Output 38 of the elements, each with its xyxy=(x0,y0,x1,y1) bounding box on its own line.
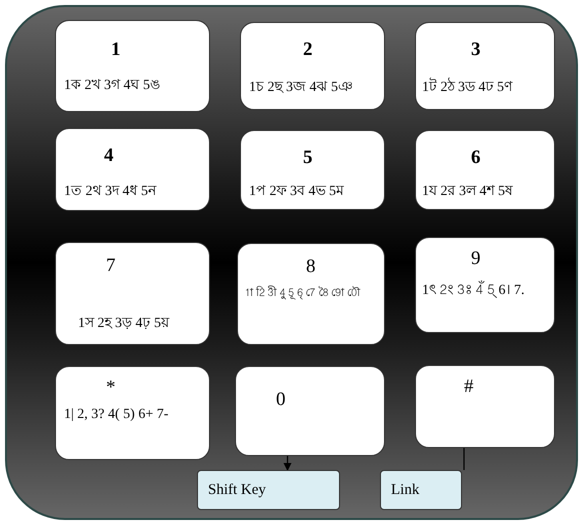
key-letters: 1ট 2ঠ 3ড 4ঢ 5ণ xyxy=(422,75,512,99)
key-number: 5 xyxy=(303,147,312,169)
key-number: * xyxy=(106,377,116,399)
keypad-key xyxy=(55,128,210,211)
key-letters: 1প 2ফ 3ব 4ভ 5ম xyxy=(249,183,344,201)
keypad-key xyxy=(55,366,210,460)
keypad-key xyxy=(415,365,555,448)
keypad-key xyxy=(415,22,555,110)
keypad-key xyxy=(235,366,385,456)
keypad-key xyxy=(55,242,210,345)
arrow xyxy=(284,456,292,471)
keypad-key xyxy=(240,130,385,210)
key-letters: 1ক 2খ 3গ 4ঘ 5ঙ xyxy=(64,77,160,95)
key-letters: 1| 2, 3? 4( 5) 6+ 7- xyxy=(64,407,168,423)
label-box: Shift Key xyxy=(197,470,340,510)
connector-line xyxy=(463,448,465,470)
key-number: 4 xyxy=(104,145,114,167)
key-letters: 1চ 2ছ 3জ 4ঝ 5ঞ xyxy=(249,79,353,97)
key-number: 7 xyxy=(106,255,116,277)
keypad-key xyxy=(240,22,385,110)
key-letters: 1স 2হ 3ড় 4ঢ় 5য় xyxy=(78,315,169,333)
keypad-key xyxy=(55,20,210,112)
key-letters: 1য 2র 3ল 4শ 5ষ xyxy=(422,183,513,201)
key-letters: 1া 2ি 3ী 4ু 5ূ 6ৃ 7ে 8ৈ 9ো 0ৌ xyxy=(244,284,360,302)
key-number: 8 xyxy=(306,256,316,278)
key-number: 6 xyxy=(471,147,480,169)
key-letters: 1ত 2থ 3দ 4ধ 5ন xyxy=(64,183,156,201)
key-number: # xyxy=(464,376,474,398)
keypad-key xyxy=(415,237,555,333)
keypad-key xyxy=(237,243,385,345)
key-number: 1 xyxy=(111,39,120,61)
key-number: 9 xyxy=(471,248,480,270)
label-box: Link xyxy=(380,470,462,510)
key-letters: 1ৎ 2ং 3ঃ 4ঁ 5্ 6। 7. xyxy=(422,278,524,302)
key-number: 0 xyxy=(276,389,286,411)
keypad-key xyxy=(415,130,555,210)
key-number: 3 xyxy=(471,39,480,61)
key-number: 2 xyxy=(303,39,312,61)
